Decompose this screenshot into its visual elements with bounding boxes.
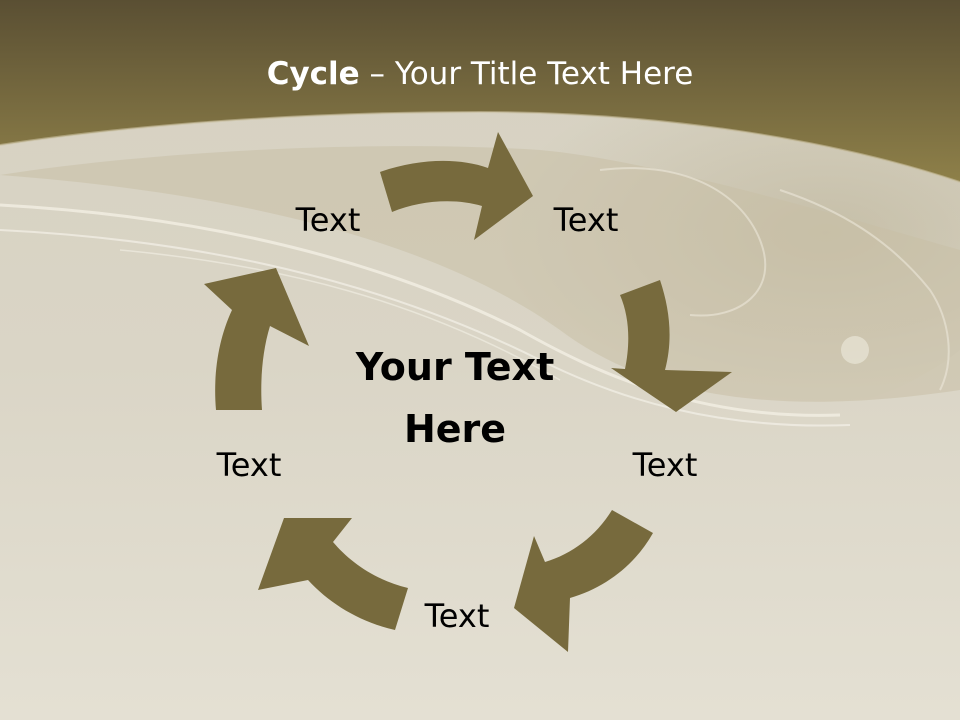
cycle-arrow-5 [204, 268, 309, 410]
cycle-arrow-2 [611, 280, 732, 412]
cycle-arrow-3 [514, 510, 653, 652]
slide-title: Cycle – Your Title Text Here [0, 52, 960, 96]
center-text: Your Text Here [305, 336, 605, 460]
cycle-node-5: Text [216, 446, 282, 484]
cycle-arrow-4 [258, 518, 408, 630]
title-rest-part: – Your Title Text Here [359, 56, 694, 92]
center-text-line-2: Here [403, 407, 507, 451]
center-text-line-1: Your Text [355, 345, 555, 389]
cycle-node-2: Text [553, 201, 619, 239]
cycle-node-4: Text [424, 597, 490, 635]
cycle-arrow-1 [380, 132, 533, 240]
title-bold-part: Cycle [266, 56, 360, 92]
cycle-node-1: Text [295, 201, 361, 239]
cycle-node-3: Text [632, 446, 698, 484]
